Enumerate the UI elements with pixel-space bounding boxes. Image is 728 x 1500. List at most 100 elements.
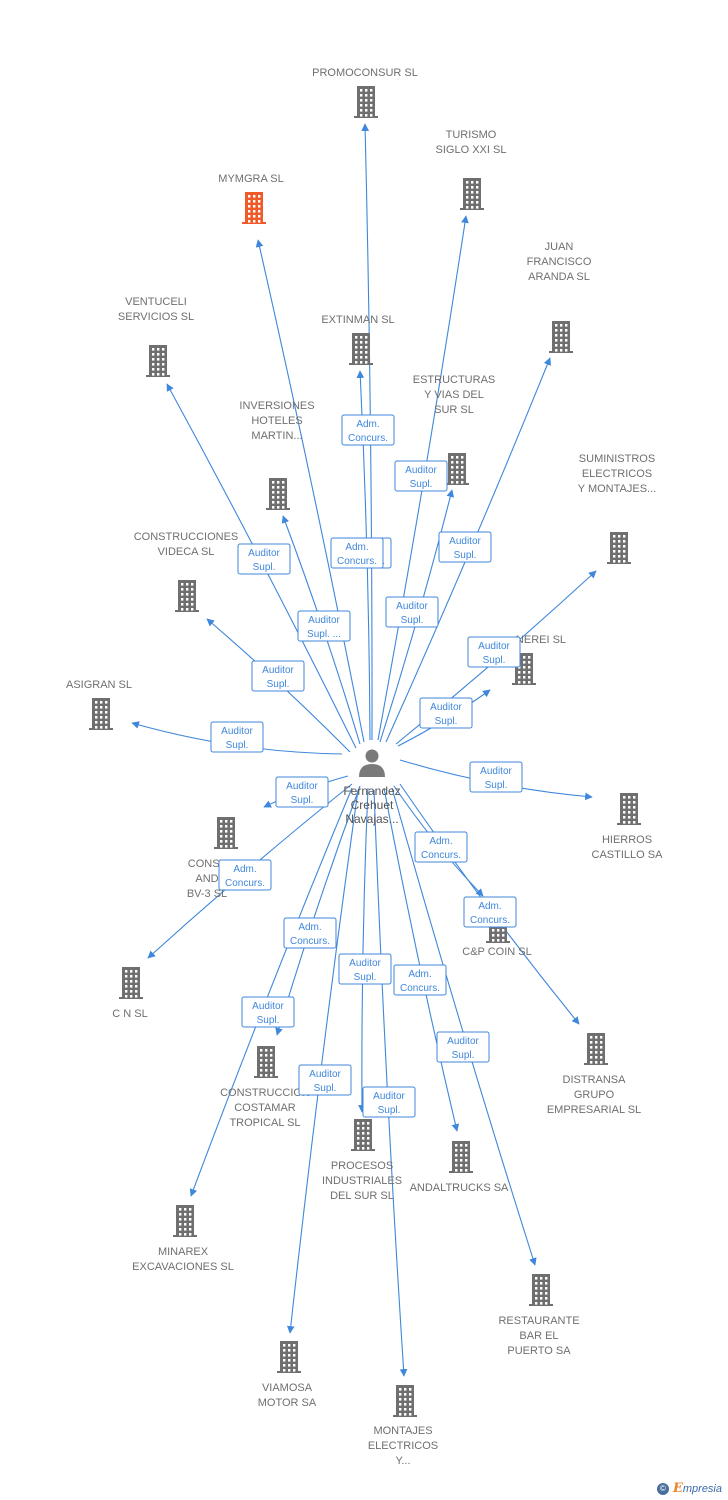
building-icon[interactable] [584, 1033, 608, 1065]
building-icon-window [492, 929, 495, 932]
edge-label-costamar[interactable]: Adm.Concurs. [283, 917, 337, 949]
building-icon[interactable] [349, 333, 373, 365]
building-icon[interactable] [393, 1385, 417, 1417]
center-person[interactable]: FernandezCrehuetNavajas... [343, 749, 401, 827]
building-icon-base [393, 1415, 417, 1417]
company-node-montajes[interactable]: MONTAJESELECTRICOSY... [368, 1385, 438, 1467]
building-icon[interactable] [119, 967, 143, 999]
building-icon-window [157, 353, 160, 356]
building-icon[interactable] [242, 192, 266, 224]
building-icon[interactable] [351, 1119, 375, 1151]
company-node-promoconsur[interactable]: PROMOCONSUR SL [312, 67, 418, 118]
building-icon[interactable] [277, 1341, 301, 1373]
building-icon[interactable] [173, 1205, 197, 1237]
building-icon[interactable] [89, 698, 113, 730]
building-icon-window [365, 109, 368, 112]
building-icon[interactable] [354, 86, 378, 118]
edge-label-promoconsur[interactable]: Adm.Concurs. [341, 414, 395, 446]
building-icon[interactable] [254, 1046, 278, 1078]
building-icon[interactable] [266, 478, 290, 510]
building-icon-window [184, 1208, 187, 1211]
building-icon-window [162, 368, 165, 371]
company-node-nerei[interactable]: NEREI SL [512, 634, 566, 685]
edge-label-cpcoin[interactable]: Adm.Concurs. [414, 831, 468, 863]
building-icon[interactable] [607, 532, 631, 564]
building-icon-window [476, 181, 479, 184]
building-icon[interactable] [146, 345, 170, 377]
company-node-inversiones[interactable]: INVERSIONESHOTELESMARTIN... [239, 400, 315, 510]
building-icon[interactable] [617, 793, 641, 825]
building-icon-window [633, 816, 636, 819]
building-icon-window [455, 1154, 458, 1157]
company-name: HOTELES [251, 415, 302, 427]
edge-label-box [241, 996, 295, 1028]
empresia-brand[interactable]: © Empresia [656, 1481, 722, 1496]
building-icon[interactable] [529, 1274, 553, 1306]
building-icon-window [130, 980, 133, 983]
edge-label-inversiones[interactable]: AuditorSupl. ... [297, 610, 351, 642]
building-icon-window [360, 346, 363, 349]
building-icon-window [248, 200, 251, 203]
building-icon[interactable] [175, 580, 199, 612]
edge-label-cn[interactable]: Adm.Concurs. [218, 859, 272, 891]
edge-label-distransa[interactable]: Adm.Concurs. [463, 896, 517, 928]
building-icon-window [105, 706, 108, 709]
building-icon-window [404, 1393, 407, 1396]
building-icon-window [613, 550, 616, 553]
building-icon[interactable] [214, 817, 238, 849]
company-node-asigran[interactable]: ASIGRAN SL [66, 679, 132, 730]
person-name: Crehuet [351, 798, 394, 812]
building-icon[interactable] [445, 453, 469, 485]
building-icon[interactable] [449, 1141, 473, 1173]
company-node-andaltrucks[interactable]: ANDALTRUCKS SA [410, 1141, 509, 1194]
edge-label-andaltrucks[interactable]: Adm.Concurs. [393, 964, 447, 996]
building-icon-window [613, 545, 616, 548]
building-icon-window [253, 200, 256, 203]
edge-label-text: Concurs. [348, 433, 388, 444]
person-body [359, 764, 385, 777]
company-node-cn[interactable]: C N SL [112, 967, 148, 1020]
building-icon[interactable] [460, 178, 484, 210]
building-icon-window [357, 1122, 360, 1125]
building-icon-window [540, 1277, 543, 1280]
building-icon-window [461, 481, 464, 484]
building-icon-window [455, 1169, 458, 1172]
building-icon-window [283, 1354, 286, 1357]
company-node-mymgra[interactable]: MYMGRA SL [218, 173, 284, 224]
company-node-extinman[interactable]: EXTINMAN SL [321, 314, 395, 365]
building-icon-window [465, 1159, 468, 1162]
company-name: MYMGRA SL [218, 173, 283, 185]
building-icon[interactable] [549, 321, 573, 353]
building-icon-window [560, 324, 563, 327]
edge-label-extinman[interactable]: Adm.Concurs. [330, 537, 384, 569]
